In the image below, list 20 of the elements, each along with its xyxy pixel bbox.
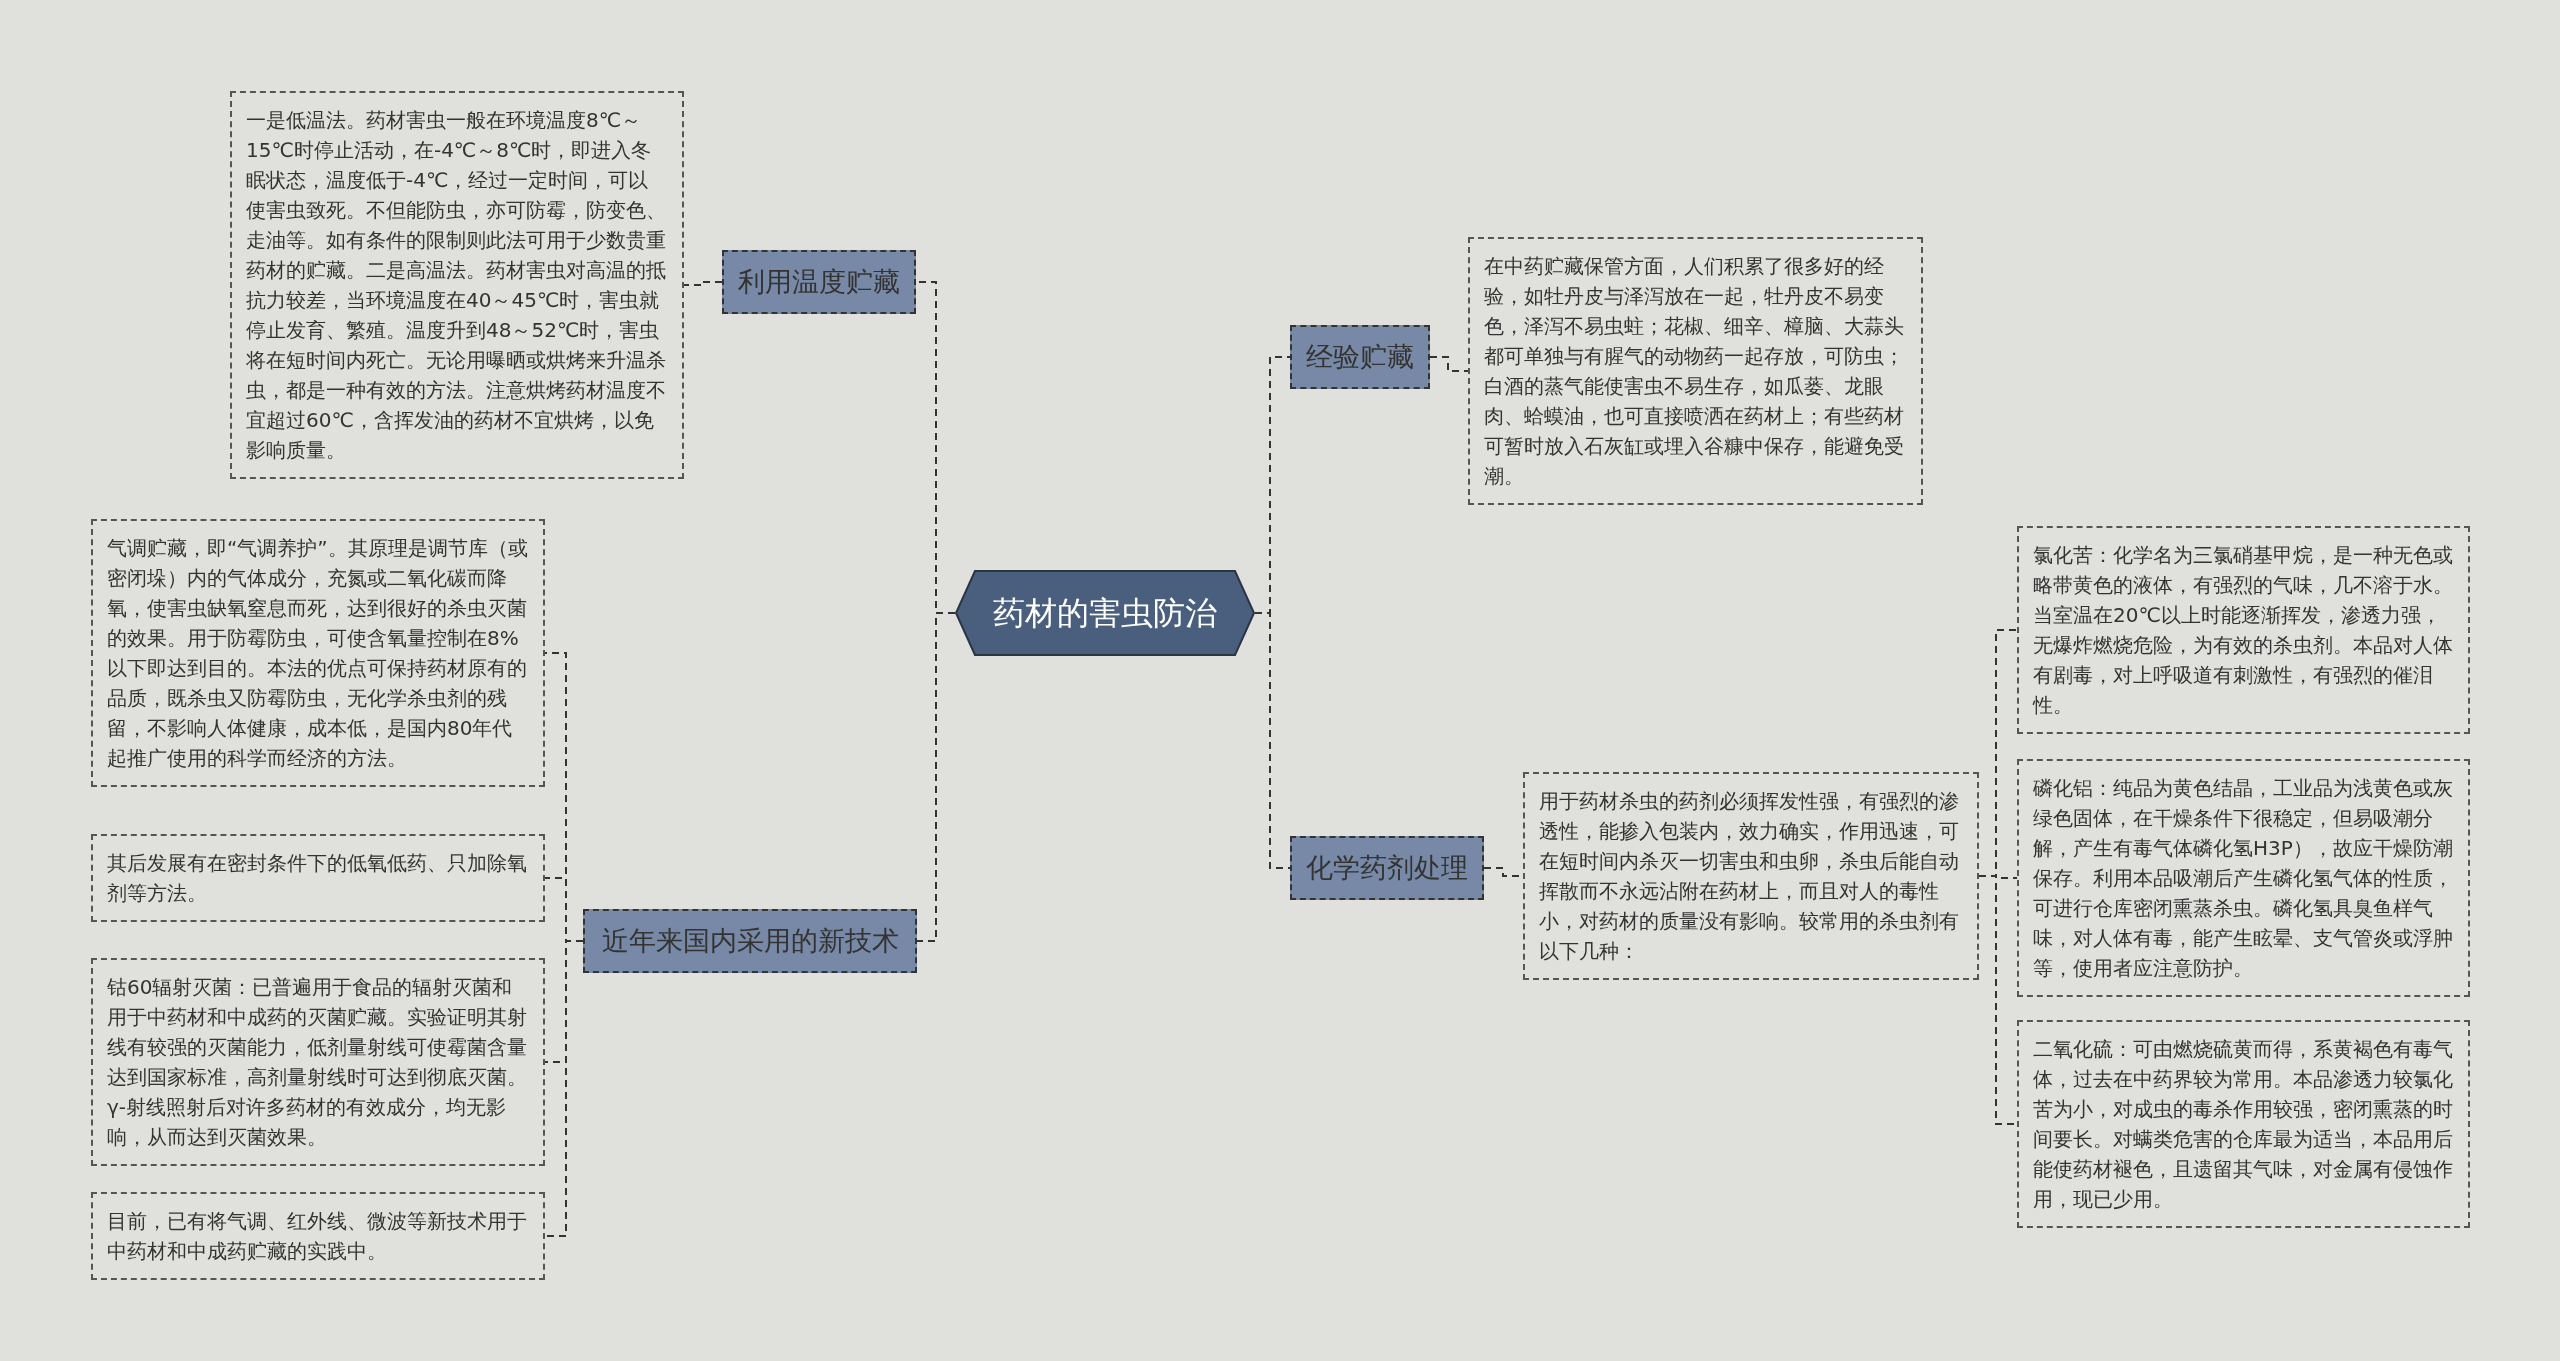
note-box: 目前，已有将气调、红外线、微波等新技术用于中药材和中成药贮藏的实践中。 <box>91 1192 545 1280</box>
central-topic-text: 药材的害虫防治 <box>993 594 1217 632</box>
connector-line <box>916 612 956 942</box>
branch-topic: 化学药剂处理 <box>1290 836 1484 900</box>
note-box: 其后发展有在密封条件下的低氧低药、只加除氧剂等方法。 <box>91 834 545 922</box>
note-box: 一是低温法。药材害虫一般在环境温度8℃～15℃时停止活动，在-4℃～8℃时，即进入冬眠状态，温度低于-4℃，经过一定时间，可以使害虫致死。不但能防虫，亦可防霉，防变色、走油等。如有条件的限制则此法可用于少数贵重药材的贮藏。二是高温法。药材害虫对高温的抵抗力较差，当环境温度在40～45℃时，害虫就停止发育、繁殖。温度升到48～52℃时，害虫将在短时间内死亡。无论用曝晒或烘烤来升温杀虫，都是一种有效的方法。注意烘烤药材温度不宜超过60℃，含挥发油的药材不宜烘烤，以免影响质量。 <box>230 91 684 479</box>
note-box: 气调贮藏，即“气调养护”。其原理是调节库（或密闭垛）内的气体成分，充氮或二氧化碳而降氧，使害虫缺氧窒息而死，达到很好的杀虫灭菌的效果。用于防霉防虫，可使含氧量控制在8%以下即达到目的。本法的优点可保持药材原有的品质，既杀虫又防霉防虫，无化学杀虫剂的残留，不影响人体健康，成本低，是国内80年代起推广使用的科学而经济的方法。 <box>91 519 545 787</box>
connector-line <box>683 281 723 286</box>
branch-topic: 经验贮藏 <box>1290 325 1430 389</box>
note-box: 用于药材杀虫的药剂必须挥发性强，有强烈的渗透性，能掺入包装内，效力确实，作用迅速，可在短时间内杀灭一切害虫和虫卵，杀虫后能自动挥散而不永远沾附在药材上，而且对人的毒性小，对药材的质量没有影响。较常用的杀虫剂有以下几种： <box>1523 772 1979 980</box>
note-box: 二氧化硫：可由燃烧硫黄而得，系黄褐色有毒气体，过去在中药界较为常用。本品渗透力较氯化苦为小，对成虫的毒杀作用较强，密闭熏蒸的时间要长。对螨类危害的仓库最为适当，本品用后能使药材褪色，且遗留其气味，对金属有侵蚀作用，现已少用。 <box>2017 1020 2470 1228</box>
note-box: 钴60辐射灭菌：已普遍用于食品的辐射灭菌和用于中药材和中成药的灭菌贮藏。实验证明其射线有较强的灭菌能力，低剂量射线可使霉菌含量达到国家标准，高剂量射线时可达到彻底灭菌。γ-射线照射后对许多药材的有效成分，均无影响，从而达到灭菌效果。 <box>91 958 545 1166</box>
branch-topic: 利用温度贮藏 <box>722 250 916 314</box>
connector-line <box>1429 356 1469 372</box>
note-box: 在中药贮藏保管方面，人们积累了很多好的经验，如牡丹皮与泽泻放在一起，牡丹皮不易变色，泽泻不易虫蛀；花椒、细辛、樟脑、大蒜头都可单独与有腥气的动物药一起存放，可防虫；白酒的蒸气能使害虫不易生存，如瓜蒌、龙眼肉、蛤蟆油，也可直接喷洒在药材上；有些药材可暂时放入石灰缸或埋入谷糠中保存，能避免受潮。 <box>1468 237 1923 505</box>
connector-line <box>544 940 584 1237</box>
connector-line <box>1254 612 1291 869</box>
branch-topic: 近年来国内采用的新技术 <box>583 909 917 973</box>
note-box: 氯化苦：化学名为三氯硝基甲烷，是一种无色或略带黄色的液体，有强烈的气味，几不溶于水。当室温在20℃以上时能逐渐挥发，渗透力强，无爆炸燃烧危险，为有效的杀虫剂。本品对人体有剧毒，对上呼吸道有刺激性，有强烈的催泪性。 <box>2017 526 2470 734</box>
note-box: 磷化铝：纯品为黄色结晶，工业品为浅黄色或灰绿色固体，在干燥条件下很稳定，但易吸潮分解，产生有毒气体磷化氢H3P），故应干燥防潮保存。利用本品吸潮后产生磷化氢气体的性质，可进行仓库密闭熏蒸杀虫。磷化氢具臭鱼样气味，对人体有毒，能产生眩晕、支气管炎或浮肿等，使用者应注意防护。 <box>2017 759 2470 997</box>
